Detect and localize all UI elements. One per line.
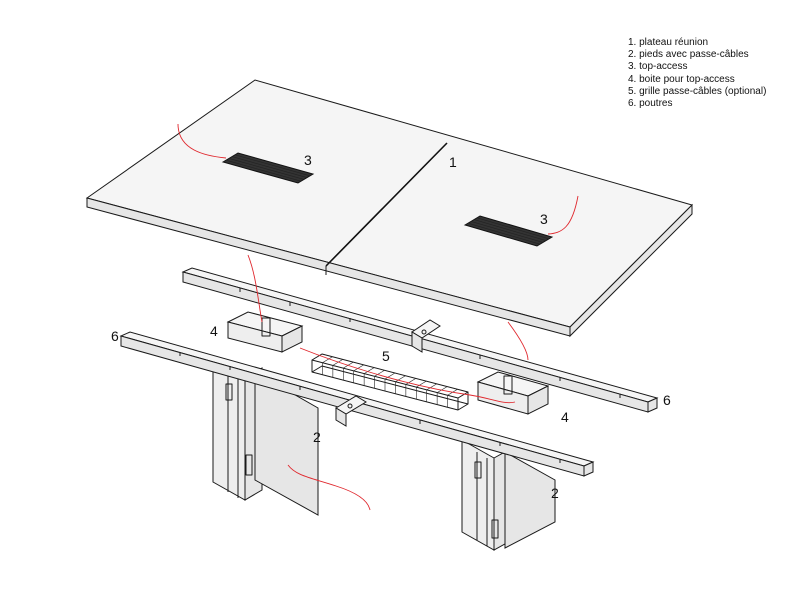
legend-item: 2. pieds avec passe-câbles bbox=[628, 49, 749, 61]
line-segment bbox=[395, 375, 406, 382]
callout-top-access-left: 3 bbox=[304, 152, 312, 168]
line-segment bbox=[384, 372, 396, 380]
line-segment bbox=[470, 221, 544, 243]
bracket-center-back bbox=[411, 319, 441, 353]
legend-item: 3. top-access bbox=[628, 61, 688, 73]
legend-item: 5. grille passe-câbles (optional) bbox=[628, 85, 767, 97]
line-segment bbox=[416, 380, 427, 388]
cable-grid bbox=[311, 353, 469, 411]
top-access-right bbox=[463, 215, 554, 247]
line-segment bbox=[322, 356, 333, 363]
callout-leg-right: 2 bbox=[551, 485, 559, 501]
callout-tabletop: 1 bbox=[449, 154, 457, 170]
legend-item: 1. plateau réunion bbox=[628, 37, 709, 48]
line-segment bbox=[426, 383, 437, 391]
top-access-left bbox=[221, 152, 315, 184]
box-right bbox=[476, 371, 550, 415]
callout-beam-back: 6 bbox=[663, 392, 671, 408]
tabletop bbox=[85, 79, 693, 338]
callout-cable-grid: 5 bbox=[382, 348, 390, 364]
line-segment bbox=[234, 154, 311, 177]
line-segment bbox=[225, 159, 302, 182]
line-segment bbox=[436, 386, 448, 393]
line-segment bbox=[353, 364, 364, 372]
line-segment bbox=[405, 378, 417, 385]
callout-top-access-right: 3 bbox=[540, 211, 548, 227]
box-left bbox=[226, 311, 304, 353]
line-segment bbox=[467, 222, 541, 245]
leg-right bbox=[461, 439, 556, 551]
line-segment bbox=[457, 391, 469, 399]
line-segment bbox=[363, 367, 375, 374]
legend-item: 6. poutres bbox=[628, 98, 673, 110]
cables bbox=[177, 123, 579, 511]
legend-item: 4. boite pour top-access bbox=[628, 73, 735, 85]
line-segment bbox=[231, 156, 308, 178]
line-segment bbox=[473, 219, 547, 241]
line-segment bbox=[374, 370, 385, 377]
legend: 1. plateau réunion 2. pieds avec passe-c… bbox=[628, 37, 766, 110]
callout-beam-front: 6 bbox=[111, 328, 119, 344]
line-segment bbox=[311, 353, 323, 361]
bracket-center-front bbox=[335, 395, 367, 427]
callout-box-right: 4 bbox=[561, 409, 569, 425]
callout-box-left: 4 bbox=[210, 323, 218, 339]
callout-leg-left: 2 bbox=[313, 429, 321, 445]
line-segment bbox=[476, 217, 550, 240]
line-segment bbox=[228, 158, 305, 180]
leg-left bbox=[212, 359, 319, 516]
